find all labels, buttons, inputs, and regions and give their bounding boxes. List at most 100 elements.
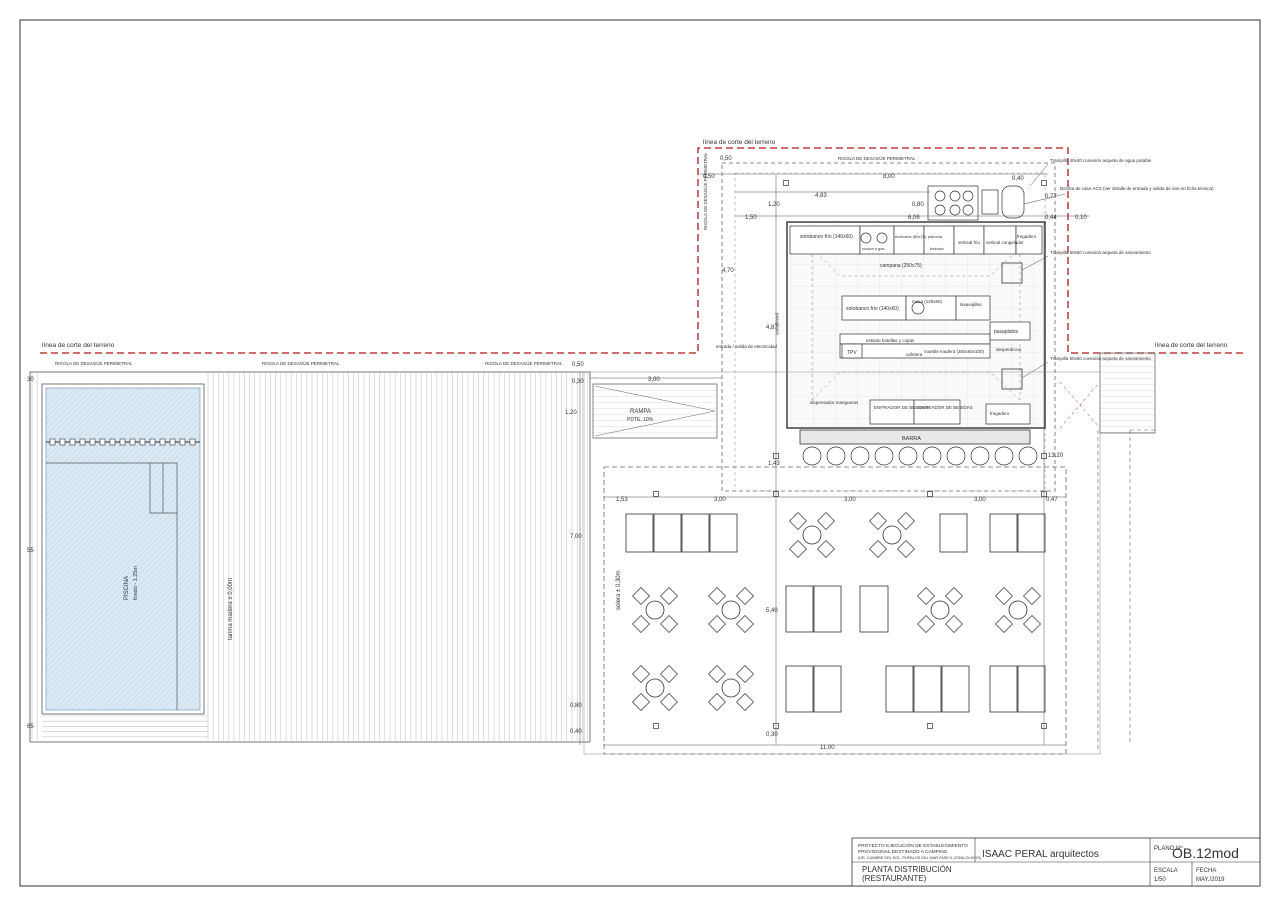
trapdoor-1: [1001, 262, 1023, 284]
chair: [897, 512, 915, 530]
bar-stools: [802, 446, 1038, 466]
lane-float: [189, 438, 196, 446]
drain-label-4: RIGOLA DE DESAGÜE PERIMETRAL: [838, 155, 916, 161]
chair: [632, 587, 650, 605]
cut-line-label-top: línea de corte del terreno: [703, 139, 776, 146]
pool-depth: fondo - 1,25m: [133, 566, 139, 600]
lane-float: [49, 438, 56, 446]
chair: [660, 693, 678, 711]
chair: [995, 615, 1013, 633]
dim: 11,00: [820, 745, 835, 751]
dim: 0,80: [912, 202, 924, 208]
chair: [708, 665, 726, 683]
table: [859, 585, 889, 633]
date-label: FECHA: [1196, 868, 1216, 874]
kitchen-label-19: ENFRIADOR DE BEBIDAS: [918, 405, 973, 410]
lane-float: [149, 438, 156, 446]
pass-through: [989, 321, 1031, 341]
scale-value: 1/50: [1154, 877, 1166, 883]
bar-stool: [850, 446, 870, 466]
note-leaders: [1021, 163, 1066, 379]
work-top: [893, 225, 925, 255]
note-6: dispensador mangueras: [810, 400, 859, 405]
plan-label: PLANO Nº: [1154, 845, 1183, 852]
drawing-title-2: (RESTAURANTE): [862, 874, 927, 883]
chair: [897, 540, 915, 558]
chair: [660, 665, 678, 683]
dim: 0,30: [572, 379, 584, 385]
note-5: entrada / salida de electricidad: [716, 344, 778, 349]
griddle: [923, 225, 955, 255]
table: [939, 513, 968, 553]
kitchen-label-6: vertical congelador: [986, 240, 1024, 245]
dim: 0,40: [1012, 176, 1024, 182]
dim: 0,40: [570, 729, 582, 735]
cut-line-label-left: línea de corte del terreno: [42, 342, 115, 349]
bar-sink: [985, 403, 1031, 425]
scale-label: ESCALA: [1154, 868, 1178, 874]
chair: [708, 693, 726, 711]
kitchen-label-17: desperdicios: [996, 347, 1022, 352]
chair: [736, 693, 754, 711]
terrace-furniture: [625, 512, 1046, 713]
note-2: Bomba de calor ACS (ver detalle de entra…: [1060, 186, 1214, 191]
bar-stool: [802, 446, 822, 466]
fan-icon: [949, 190, 961, 202]
project-line-1: PROYECTO EJECUCIÓN DE ESTABLECIMIENTO: [858, 842, 968, 849]
table: [785, 665, 814, 713]
round-table: [645, 600, 665, 620]
date-value: MAY./2019: [1196, 877, 1225, 883]
ramp-slope: PDTE. 10%: [627, 417, 654, 423]
table: [885, 665, 914, 713]
fan-icon: [962, 204, 974, 216]
plan-number: OB.12mod: [1172, 845, 1239, 861]
ramp-label: RAMPA: [630, 409, 651, 415]
sink-top: [1015, 225, 1043, 255]
fan-icon: [949, 204, 961, 216]
table: [681, 513, 710, 553]
lane-float: [79, 438, 86, 446]
kitchen-label-1: cocina a gas: [862, 246, 884, 251]
chair: [632, 693, 650, 711]
chair: [660, 587, 678, 605]
kitchen-label-3: plancha: [928, 234, 943, 239]
dishwasher: [955, 295, 991, 321]
dim: 4,83: [815, 193, 827, 199]
dim: 13,20: [1048, 453, 1064, 459]
dim: 1,20: [768, 202, 780, 208]
chair: [789, 512, 807, 530]
pos-terminal: [841, 343, 863, 359]
pool-lane-floats: [49, 438, 196, 446]
wood-cabinet: [839, 343, 991, 359]
post: [783, 180, 789, 186]
bar-stool: [826, 446, 846, 466]
table: [1017, 513, 1046, 553]
kitchen-label-18: ENFRIADOR DE BEBIDAS: [874, 405, 929, 410]
lane-float: [139, 438, 146, 446]
side-deck-edge: [1097, 429, 1155, 750]
drain-label-3: RIGOLA DE DESAGÜE PERIMETRAL: [485, 360, 563, 366]
chair: [917, 615, 935, 633]
water-tank: [1001, 185, 1025, 219]
lane-float: [129, 438, 136, 446]
table: [989, 513, 1018, 553]
lane-float: [159, 438, 166, 446]
kitchen-label-15: cafetera: [906, 352, 923, 357]
bar-stool: [922, 446, 942, 466]
dim: 0,10: [1075, 215, 1087, 221]
note-3: Trampilla 50x50 conexión arqueta de sane…: [1050, 250, 1151, 255]
lane-float: [69, 438, 76, 446]
chair: [869, 540, 887, 558]
bar-label: BARRA: [902, 436, 921, 442]
drain-label-2: RIGOLA DE DESAGÜE PERIMETRAL: [262, 360, 340, 366]
table: [941, 665, 970, 713]
table: [913, 665, 942, 713]
kitchen-label-10: mesa (120x60): [912, 299, 943, 304]
chair: [708, 587, 726, 605]
lane-float: [89, 438, 96, 446]
lane-float: [59, 438, 66, 446]
dim: 8,00: [883, 174, 895, 180]
drainage-arrows: RIGOLA DE DESAGÜE PERIMETRAL RIGOLA DE D…: [55, 152, 916, 366]
